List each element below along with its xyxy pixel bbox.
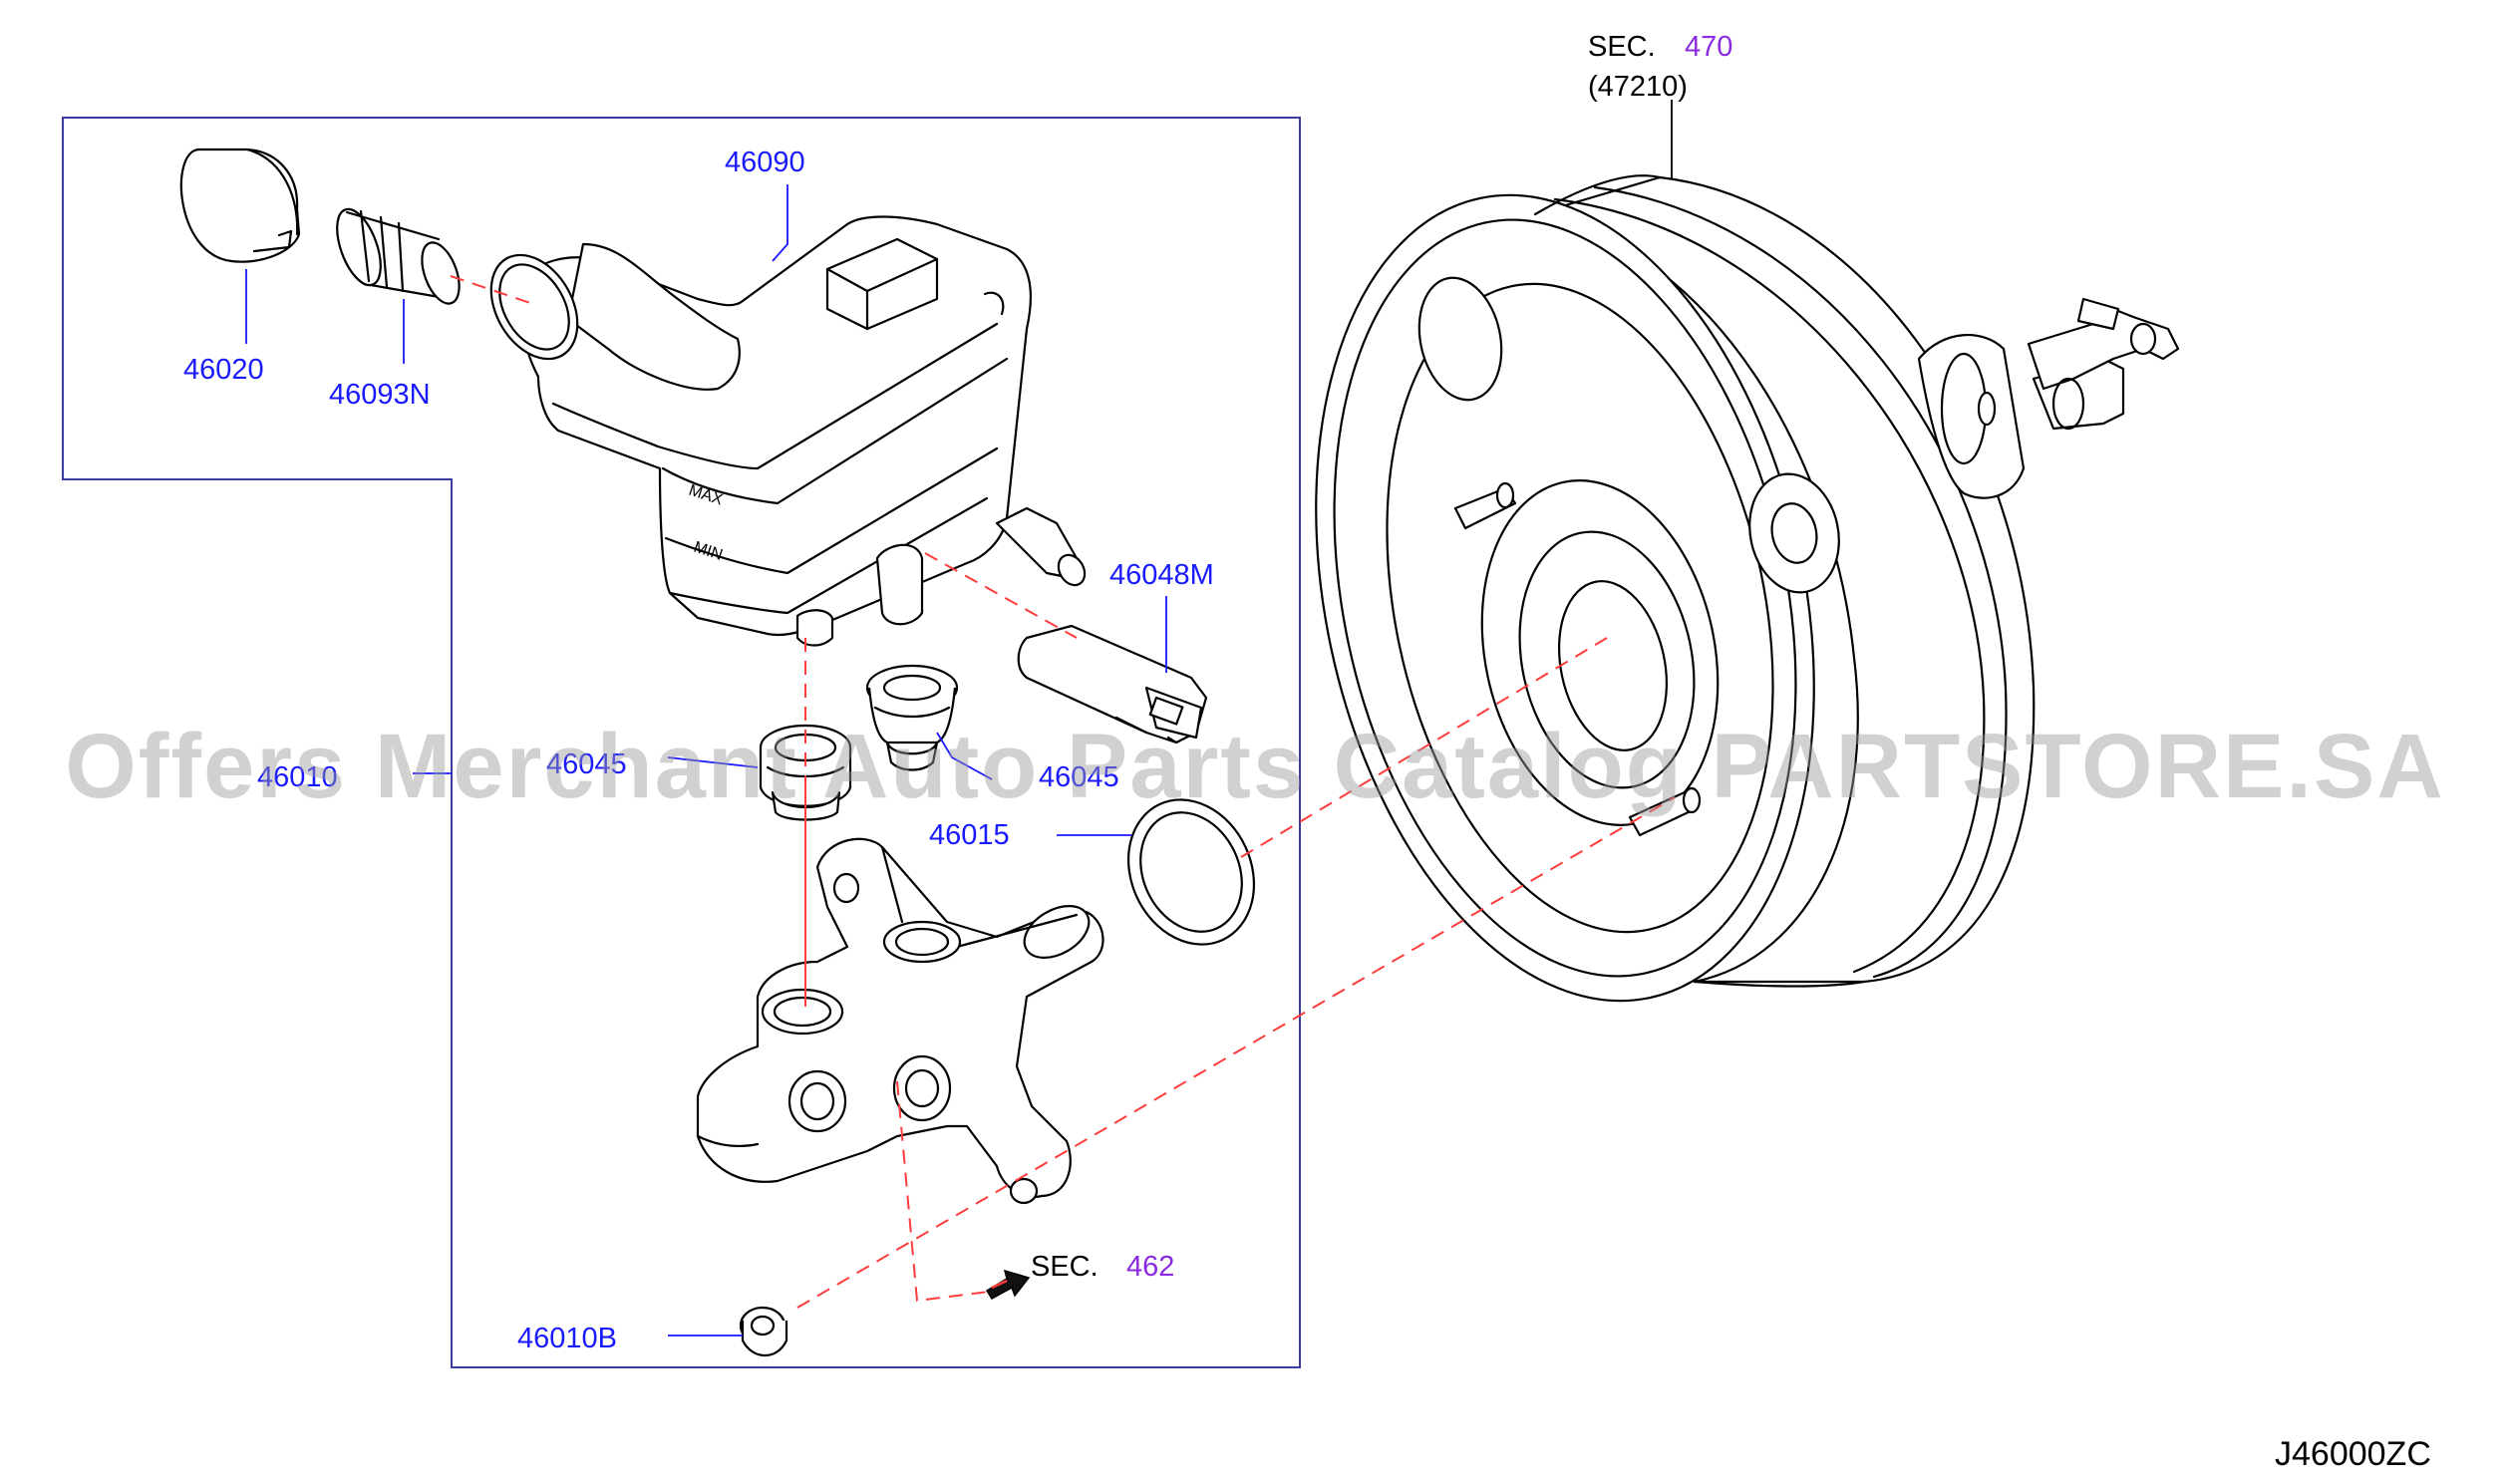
part-label-46015[interactable]: 46015 xyxy=(929,819,1010,851)
diagram-code: J46000ZC xyxy=(2275,1435,2431,1473)
part-label-46045-left[interactable]: 46045 xyxy=(546,748,627,780)
reservoir-cap-illustration xyxy=(179,148,301,263)
grommet-right-illustration xyxy=(865,664,959,771)
hose-connector-illustration xyxy=(1017,624,1208,744)
part-label-46010[interactable]: 46010 xyxy=(257,761,338,793)
part-label-46020[interactable]: 46020 xyxy=(183,354,264,386)
flange-nut-illustration xyxy=(739,1306,788,1356)
leader-lines xyxy=(245,100,1673,1336)
section-number-462[interactable]: 462 xyxy=(1126,1251,1174,1283)
part-label-46010b[interactable]: 46010B xyxy=(517,1323,617,1354)
part-label-46045-right[interactable]: 46045 xyxy=(1039,761,1119,793)
part-label-46048m[interactable]: 46048M xyxy=(1109,559,1214,591)
assembly-frame xyxy=(62,117,1301,1368)
strainer-illustration xyxy=(336,207,461,305)
sec-462-arrow-icon xyxy=(985,1269,1031,1300)
guide-lines xyxy=(450,275,1676,1309)
part-label-46090[interactable]: 46090 xyxy=(725,147,805,178)
reservoir-tank-illustration: MAX MIN xyxy=(489,215,1087,647)
grommet-left-illustration xyxy=(759,724,852,821)
master-cylinder-illustration xyxy=(696,837,1104,1205)
section-label-bottom: SEC. xyxy=(1031,1251,1099,1283)
section-number-470[interactable]: 470 xyxy=(1685,31,1732,63)
section-sub-47210: (47210) xyxy=(1588,71,1688,103)
section-label-top: SEC. xyxy=(1588,31,1656,63)
brake-booster-illustration xyxy=(1315,174,2180,1003)
watermark: Offers Merchant Auto Parts Catalog PARTS… xyxy=(65,716,2445,817)
part-label-46093n[interactable]: 46093N xyxy=(329,379,431,411)
seal-ring-illustration xyxy=(1126,798,1256,946)
